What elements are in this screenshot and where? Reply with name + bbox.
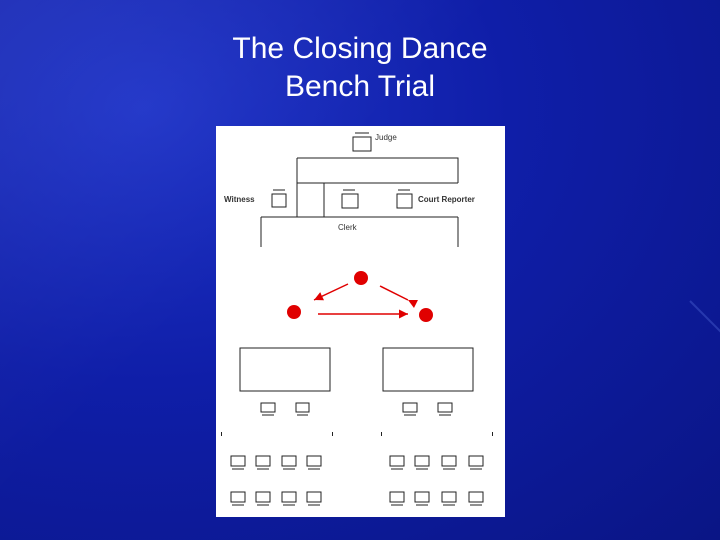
- judge-chair-icon: [352, 132, 372, 152]
- slide-title: The Closing Dance Bench Trial: [0, 30, 720, 106]
- clerk-chair-icon: [341, 189, 359, 209]
- gallery-seat-icon: [468, 491, 484, 506]
- witness-label: Witness: [224, 195, 255, 204]
- witness-chair-icon: [271, 189, 287, 208]
- title-line-2: Bench Trial: [284, 70, 436, 103]
- gallery-seat-icon: [230, 491, 246, 506]
- judge-label: Judge: [375, 133, 397, 142]
- judge-bench: [296, 157, 459, 184]
- gallery-seat-icon: [281, 491, 297, 506]
- gallery-seat-icon: [441, 455, 457, 470]
- gallery-seat-icon: [389, 491, 405, 506]
- gallery-seat-icon: [281, 455, 297, 470]
- attorney-marker-top: [354, 271, 368, 285]
- arrow-top-to-left: [313, 283, 349, 301]
- counsel-chair-icon: [437, 402, 453, 416]
- attorney-marker-right: [419, 308, 433, 322]
- clerk-label: Clerk: [338, 223, 358, 232]
- courtroom-diagram: Judge Witness Court Reporter Clerk: [216, 126, 505, 517]
- gallery-marker: [381, 432, 382, 436]
- gallery-seat-icon: [414, 491, 430, 506]
- gallery-seat-icon: [441, 491, 457, 506]
- gallery-marker: [221, 432, 222, 436]
- gallery-marker: [492, 432, 493, 436]
- gallery-seat-icon: [255, 455, 271, 470]
- clerk-bench: [260, 216, 459, 247]
- court-reporter-label: Court Reporter: [418, 195, 475, 204]
- left-counsel-table: [239, 347, 331, 392]
- courtroom-diagram-svg: Judge Witness Court Reporter Clerk: [221, 132, 493, 506]
- gallery-marker: [332, 432, 333, 436]
- title-line-1: The Closing Dance: [232, 32, 488, 65]
- counsel-chair-icon: [402, 402, 418, 416]
- arrow-right-to-top: [379, 285, 419, 309]
- gallery-seat-icon: [306, 455, 322, 470]
- counsel-chair-icon: [295, 402, 310, 416]
- witness-box: [296, 183, 325, 218]
- gallery-seat-icon: [306, 491, 322, 506]
- court-reporter-chair-icon: [396, 189, 413, 209]
- counsel-chair-icon: [260, 402, 276, 416]
- attorney-marker-left: [287, 305, 301, 319]
- gallery-seat-icon: [255, 491, 271, 506]
- gallery-seat-icon: [468, 455, 484, 470]
- gallery-seat-icon: [230, 455, 246, 470]
- gallery-seat-icon: [414, 455, 430, 470]
- gallery-seat-icon: [389, 455, 405, 470]
- right-counsel-table: [382, 347, 474, 392]
